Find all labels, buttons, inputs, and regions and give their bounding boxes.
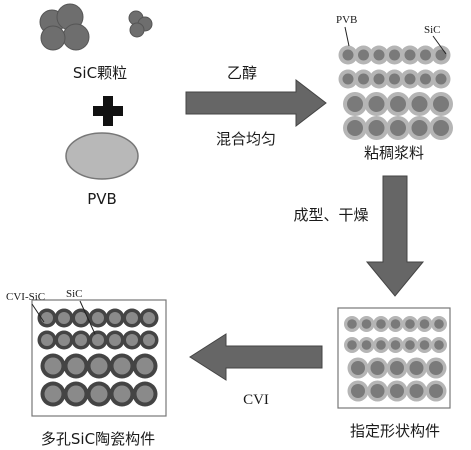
shaped-particle-core	[370, 361, 385, 375]
shaped-particle-core	[347, 340, 357, 350]
shaped-particle-core	[409, 384, 424, 398]
label-porous-sic-part: 多孔SiC陶瓷构件	[41, 430, 155, 448]
porous-particle-sic-core	[126, 312, 138, 324]
arrow-right-mix	[185, 78, 327, 128]
slurry-particle-sic-core	[368, 120, 385, 136]
slurry-particle-sic-core	[389, 73, 400, 85]
porous-particle-sic-core	[41, 334, 53, 346]
slurry-particle-sic-core	[435, 73, 447, 85]
slurry-particle-sic-core	[373, 73, 385, 85]
slurry-particle-sic-core	[390, 120, 406, 136]
porous-particle-sic-core	[90, 385, 108, 403]
arrow-down-form	[365, 175, 425, 297]
slurry-particle-sic-core	[347, 120, 363, 136]
porous-particle-sic-core	[75, 312, 87, 324]
label-viscous-slurry: 粘稠浆料	[364, 144, 424, 162]
slurry-particle-sic-core	[358, 73, 369, 85]
slurry-particle-sic-core	[342, 49, 354, 61]
slurry-particle-sic-core	[420, 73, 431, 85]
shaped-particle-core	[405, 319, 415, 329]
shaped-particle-core	[405, 340, 415, 350]
porous-particle-sic-core	[44, 357, 62, 375]
shaped-particle-core	[390, 340, 401, 350]
slurry-particle-sic-core	[347, 96, 363, 112]
final-sic-callout: SiC	[66, 288, 83, 300]
slurry-particle-sic-core	[420, 49, 431, 61]
slurry-particle-sic-core	[411, 96, 428, 112]
sic-particles-cluster-small	[128, 10, 153, 38]
shaped-particle-core	[434, 319, 444, 329]
label-cvi: CVI	[243, 392, 269, 408]
label-ethanol: 乙醇	[227, 64, 257, 82]
arrow-left-cvi	[189, 333, 323, 381]
slurry-particle-sic-core	[390, 96, 406, 112]
label-shaped-part: 指定形状构件	[350, 422, 440, 440]
porous-particle-sic-core	[75, 334, 87, 346]
label-sic-particles: SiC颗粒	[73, 64, 127, 82]
shaped-particle-core	[351, 384, 365, 398]
shaped-particle-core	[429, 361, 443, 375]
porous-particle-sic-core	[58, 312, 70, 324]
slurry-particle-sic-core	[342, 73, 354, 85]
porous-particle-sic-core	[41, 312, 53, 324]
slurry-pvb-callout: PVB	[336, 14, 357, 26]
slurry-particle-sic-core	[389, 49, 400, 61]
porous-particle-sic-core	[58, 334, 70, 346]
shaped-particle-core	[390, 384, 404, 398]
shaped-particle-core	[351, 361, 365, 375]
shaped-particle-core	[429, 384, 443, 398]
shaped-particle-core	[409, 361, 424, 375]
porous-particle-grid	[37, 308, 159, 407]
shaped-particle-core	[370, 384, 385, 398]
slurry-particle-sic-core	[435, 49, 447, 61]
porous-particle-sic-core	[136, 357, 154, 375]
shaped-particle-core	[419, 319, 430, 329]
porous-particle-sic-core	[92, 334, 104, 346]
slurry-particle-sic-core	[433, 120, 449, 136]
shaped-particle-core	[361, 340, 372, 350]
label-forming-drying: 成型、干燥	[293, 206, 368, 224]
porous-particle-sic-core	[113, 385, 131, 403]
porous-particle-sic-core	[67, 357, 85, 375]
porous-particle-sic-core	[126, 334, 138, 346]
sic-particles-cluster-large	[39, 3, 90, 51]
shaped-particle-core	[376, 340, 386, 350]
pvb-blob	[65, 132, 139, 180]
porous-part-frame	[31, 299, 167, 417]
porous-particle-sic-core	[92, 312, 104, 324]
porous-particle-sic-core	[67, 385, 85, 403]
porous-particle-sic-core	[143, 312, 155, 324]
slurry-particle-sic-core	[411, 120, 428, 136]
shaped-particle-core	[419, 340, 430, 350]
porous-particle-sic-core	[90, 357, 108, 375]
slurry-particle-sic-core	[404, 73, 416, 85]
slurry-particle-grid	[338, 45, 453, 140]
porous-particle-sic-core	[143, 334, 155, 346]
slurry-sic-callout: SiC	[424, 24, 441, 36]
porous-particle-sic-core	[109, 312, 121, 324]
shaped-part-frame	[337, 307, 451, 409]
shaped-particle-core	[390, 319, 401, 329]
porous-particle-sic-core	[44, 385, 62, 403]
shaped-particle-core	[347, 319, 357, 329]
shaped-particle-core	[390, 361, 404, 375]
slurry-particle-sic-core	[373, 49, 385, 61]
plus-icon	[93, 96, 123, 126]
slurry-particle-sic-core	[433, 96, 449, 112]
porous-particle-sic-core	[113, 357, 131, 375]
slurry-particle-sic-core	[368, 96, 385, 112]
slurry-particle-sic-core	[358, 49, 369, 61]
slurry-particle-sic-core	[404, 49, 416, 61]
porous-particle-sic-core	[109, 334, 121, 346]
shaped-particle-core	[376, 319, 386, 329]
shaped-particle-core	[434, 340, 444, 350]
porous-particle-sic-core	[136, 385, 154, 403]
shaped-particle-core	[361, 319, 372, 329]
final-cvisic-callout: CVI-SiC	[6, 291, 45, 303]
label-pvb: PVB	[87, 190, 117, 208]
label-mix-uniform: 混合均匀	[216, 130, 276, 148]
shaped-particle-grid	[344, 316, 447, 402]
